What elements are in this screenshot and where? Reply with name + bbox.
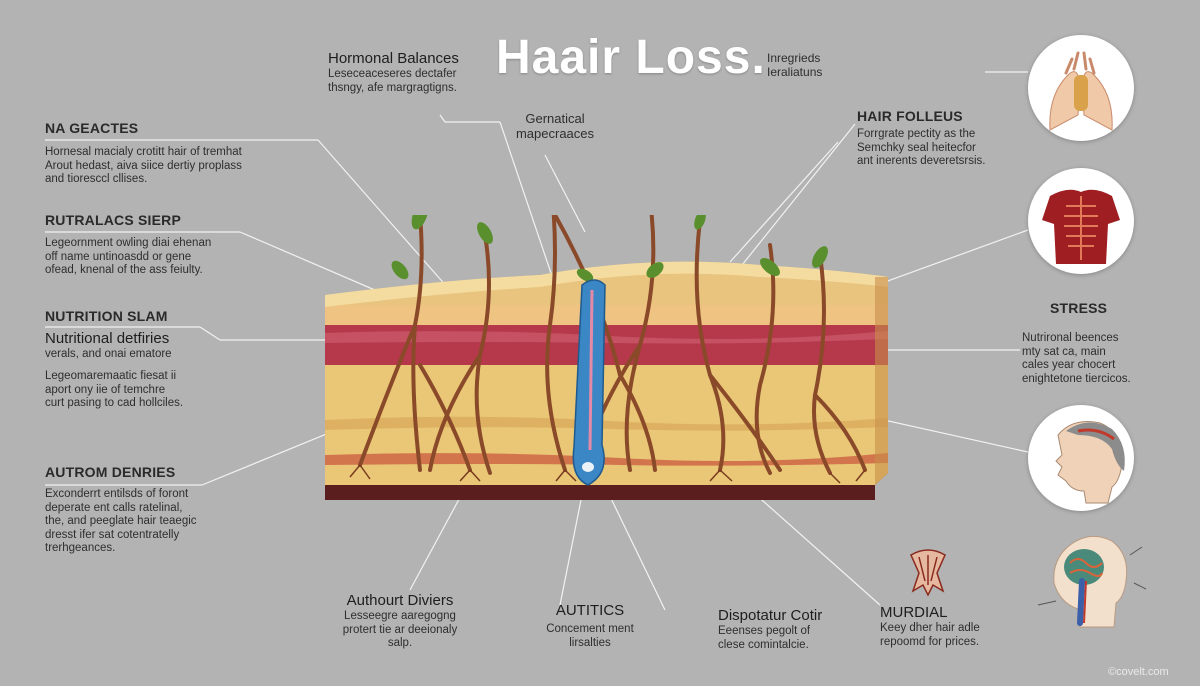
autrom-text: Exconderrt entilsds of foront deperate e…	[45, 488, 197, 554]
leaves	[391, 215, 828, 282]
hormonal-heading: Hormonal Balances	[328, 50, 459, 67]
rutralacs-heading: RUTRALACS SIERP	[45, 212, 182, 228]
dispostatur-heading: Dispotatur Cotir	[718, 607, 823, 624]
torso-muscle-icon	[1042, 189, 1120, 264]
autitics-text: Concement ment lirsalties	[546, 623, 634, 649]
inregrieds-heading: Inregrieds	[767, 51, 821, 65]
murdial-heading: MURDIAL	[880, 604, 948, 621]
autoimmune-heading: Authourt Diviers	[346, 592, 454, 609]
brain-nerve-figure	[1030, 525, 1160, 635]
murdial-text: Keey dher hair adle repoomd for prices.	[880, 622, 980, 648]
stress-text: Nutrironal beences mty sat ca, main cale…	[1022, 332, 1131, 385]
hair-follicle-icon	[910, 549, 946, 597]
nutrition-text-1: verals, and onai ematore	[45, 348, 172, 360]
hair-folleus-heading: HAIR FOLLEUS	[857, 108, 963, 124]
nutrition-text-2: Legeomaremaatic fiesat ii aport ony iie …	[45, 370, 184, 409]
skin-cross-section	[325, 215, 888, 500]
head-profile-circle	[1028, 405, 1134, 511]
brain-nerve-icon	[1037, 535, 1147, 628]
papillary-layer	[325, 305, 888, 325]
hair-folleus-text: Forrgrate pectity as the Semchky seal he…	[857, 128, 986, 167]
inregrieds-text: Ieraliatuns	[767, 65, 823, 79]
hands-icon	[1049, 51, 1113, 131]
hair-roots	[358, 215, 867, 475]
dispostatur-text: Eeenses pegolt of clese comintalcie.	[718, 625, 811, 651]
page-title: Haair Loss.	[496, 31, 766, 84]
autoimmune-text: Lesseegre aaregogng protert tie ar deeio…	[342, 610, 458, 649]
nutrition-heading: NUTRITION SLAM	[45, 308, 168, 324]
na-geactes-text: Hornesal macialy crotitt hair of tremhat…	[45, 146, 242, 185]
stress-heading: STRESS	[1050, 300, 1108, 316]
genetical-text: mapecraaces	[515, 126, 595, 141]
torso-circle	[1028, 168, 1134, 274]
genetical-heading: Gernatical	[525, 111, 585, 126]
hair-shaft	[572, 279, 606, 486]
hair-follicle-figure	[905, 545, 951, 597]
nutrition-subheading: Nutritional detfiries	[45, 330, 170, 347]
head-profile-icon	[1055, 421, 1125, 504]
hormonal-text: Leseceaceseres dectafer thsngy, afe marg…	[328, 68, 457, 94]
rutralacs-text: Legeornment owling diai ehenan off name …	[45, 237, 212, 276]
watermark: ©covelt.com	[1108, 666, 1169, 678]
autitics-heading: AUTITICS	[555, 602, 625, 619]
na-geactes-heading: NA GEACTES	[45, 120, 139, 136]
autrom-heading: AUTROM DENRIES	[45, 464, 176, 480]
root-fibers	[349, 464, 866, 484]
hands-circle	[1028, 35, 1134, 141]
